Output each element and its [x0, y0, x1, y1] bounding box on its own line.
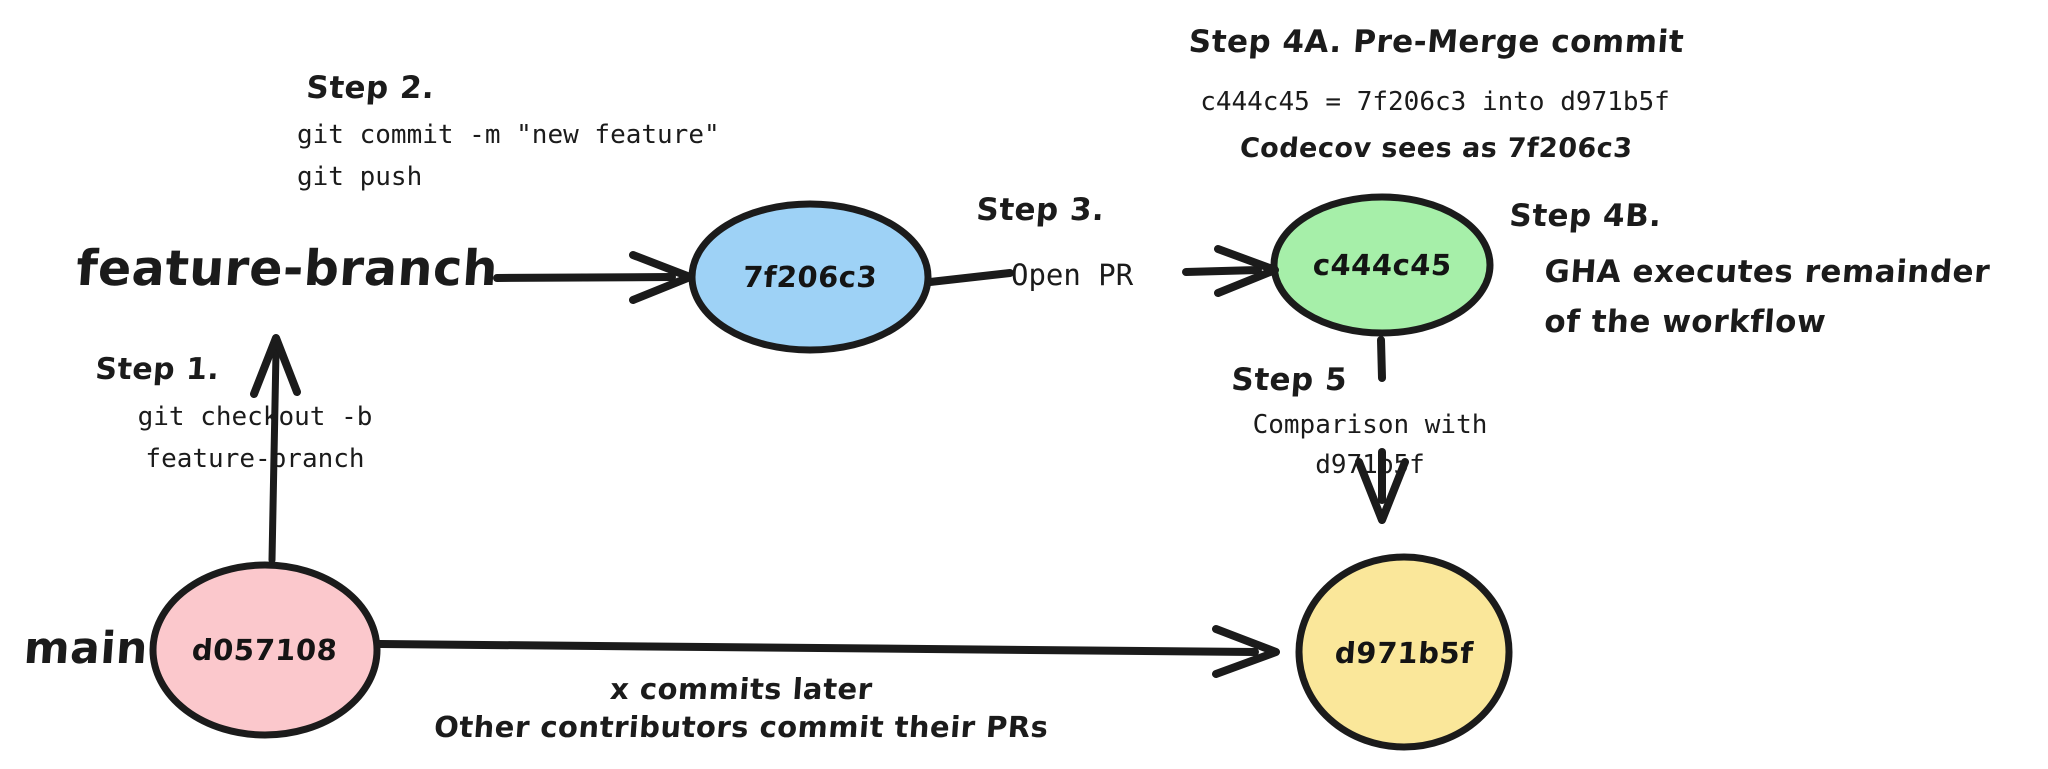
edge-step5-arrow: [1355, 336, 1409, 524]
step3-heading: Step 3.: [975, 192, 1106, 228]
node-label-text: d057108: [191, 633, 339, 667]
edge-main-line: [374, 625, 1280, 678]
step5-line-1: Comparison with: [1252, 410, 1488, 440]
branch-label-feature-branch: feature-branch: [74, 240, 501, 297]
step4a-line-hand: Codecov sees as 7f206c3: [1238, 133, 1634, 164]
step1-heading: Step 1.: [94, 352, 221, 387]
edge-7f206c3-to-c444c45: [926, 245, 1279, 297]
step4a-line-mono: c444c45 = 7f206c3 into d971b5f: [1200, 87, 1670, 117]
node-label-text: d971b5f: [1333, 636, 1475, 670]
node-label-text: 7f206c3: [741, 260, 879, 294]
step4b-heading: Step 4B.: [1508, 198, 1663, 234]
step5-heading: Step 5: [1230, 362, 1349, 398]
step2-line-1: git commit -m "new feature": [297, 120, 720, 150]
main-edge-label-line-2: Other contributors commit their PRs: [433, 710, 1050, 744]
node-label-text: c444c45: [1311, 248, 1453, 282]
node-label-d057108: d057108: [155, 615, 375, 685]
node-shape-c444c45[interactable]: [1270, 193, 1494, 337]
node-shape-d971b5f[interactable]: [1295, 553, 1513, 751]
step1-line-2: feature-branch: [145, 444, 365, 474]
node-label-d971b5f: d971b5f: [1294, 620, 1514, 686]
step5-line-2: d971b5f: [1315, 450, 1425, 480]
step4a-heading: Step 4A. Pre-Merge commit: [1187, 24, 1686, 60]
step4b-line-2: of the workflow: [1543, 304, 1828, 340]
step1-line-1: git checkout -b: [137, 402, 373, 432]
edge-feature-to-7f206c3: [493, 251, 694, 304]
node-label-c444c45: c444c45: [1272, 234, 1492, 296]
main-edge-label-line-1: x commits later: [608, 672, 874, 706]
branch-label-main: main: [22, 623, 150, 674]
step3-edge-label: Open PR: [1011, 258, 1134, 292]
step2-line-2: git push: [297, 162, 423, 192]
edge-step1-arrow: [250, 334, 301, 564]
node-label-7f206c3: 7f206c3: [700, 245, 920, 309]
step2-heading: Step 2.: [305, 70, 436, 106]
node-shape-d057108[interactable]: [149, 561, 381, 739]
step4b-line-1: GHA executes remainder: [1543, 254, 1992, 290]
